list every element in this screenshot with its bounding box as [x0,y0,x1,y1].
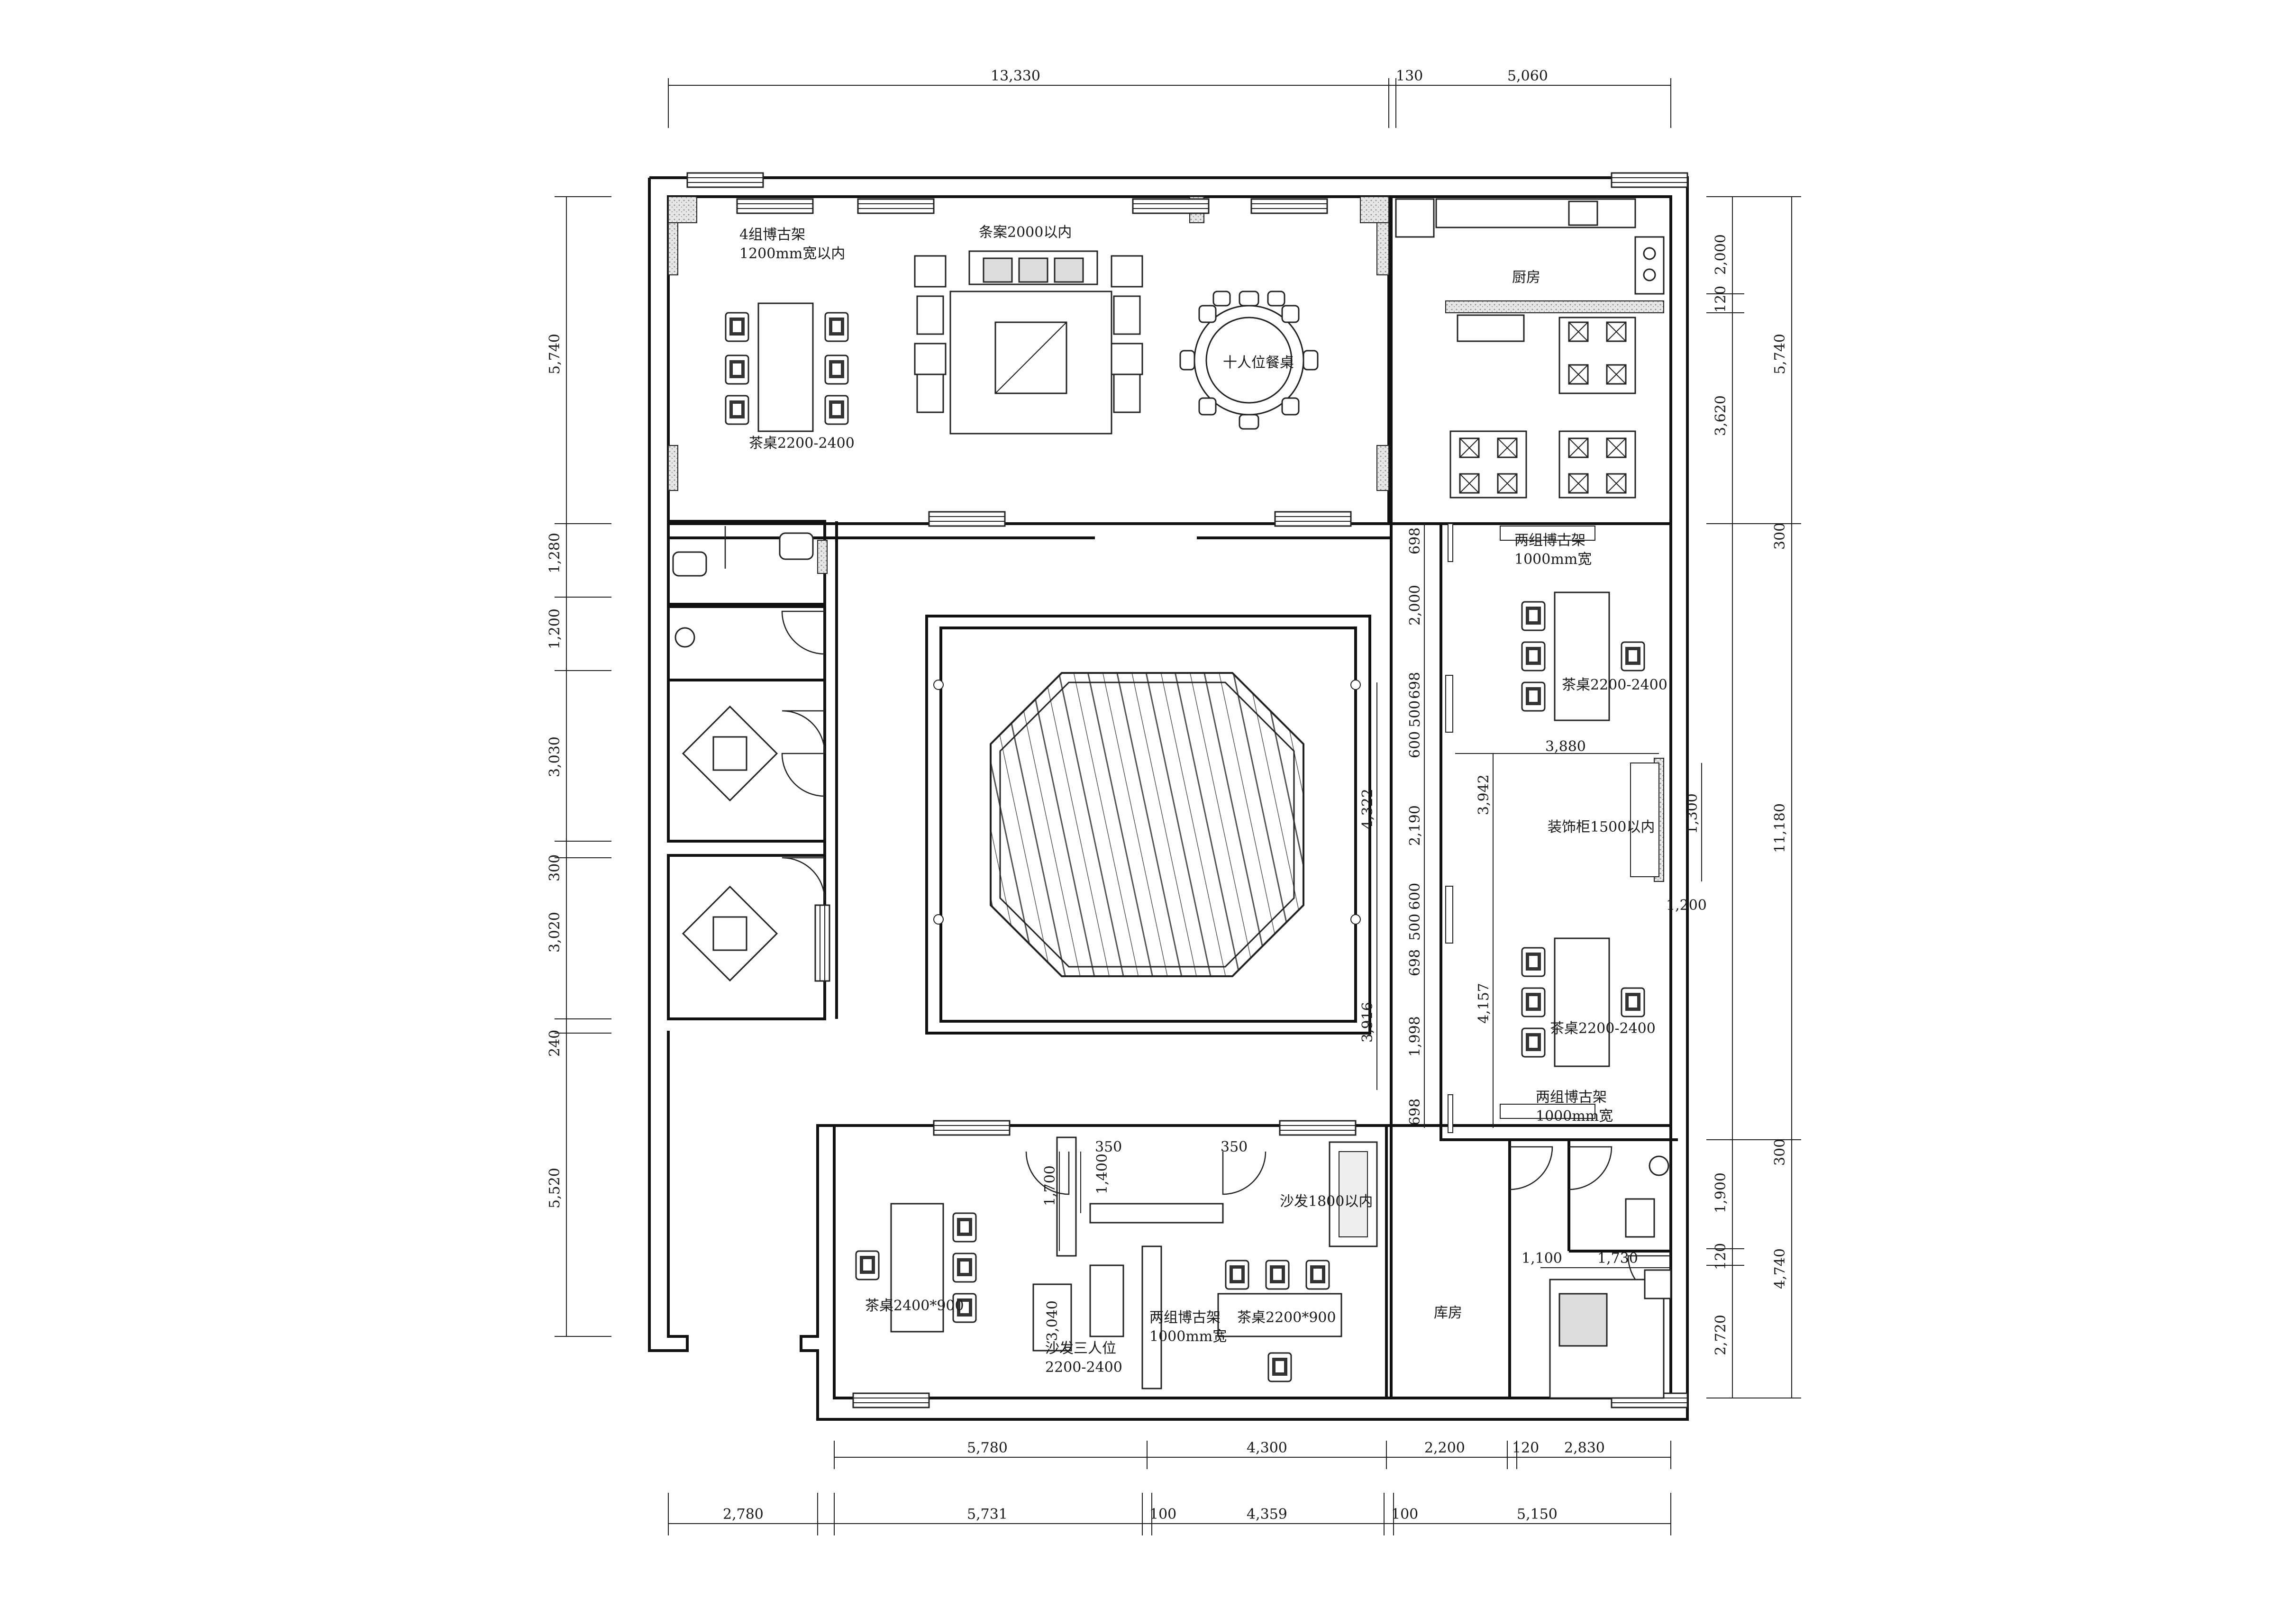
dim-bottom1-0: 5,780 [967,1440,1008,1456]
label-shelf2-top: 两组博古架 [1514,532,1585,549]
walls [648,176,1689,1421]
room-labels: 4组博古架 1200mm宽以内 条案2000以内 十人位餐桌 茶桌2200-24… [739,224,1667,1376]
tea-table-top [725,302,849,432]
dim-inner-9: 1,998 [1407,1016,1423,1057]
dim-left-2: 1,200 [547,608,563,649]
label-storage: 库房 [1434,1305,1462,1321]
dim-misc-1: 1,300 [1684,793,1701,834]
sofa-set-top [914,250,1143,435]
dim-left-0: 5,740 [547,334,563,374]
dim-inner-11: 3,942 [1476,774,1492,815]
dim-left-4: 300 [547,854,563,881]
dim-left-6: 240 [547,1030,563,1057]
dim-right-7: 1,900 [1713,1172,1729,1213]
label-sofa1800: 沙发1800以内 [1280,1193,1373,1210]
courtyard-deck [933,672,1361,977]
label-shelf4-size: 1200mm宽以内 [739,245,845,262]
label-tea-right1: 茶桌2200-2400 [1562,677,1667,693]
right-tea-tables [1445,523,1659,1133]
dim-inner-6: 600 [1407,883,1423,910]
dim-inner-0: 698 [1407,527,1423,554]
dim-bottom2-4: 100 [1391,1506,1418,1523]
dim-top-1: 130 [1396,68,1423,84]
dim-left-5: 3,020 [547,912,563,953]
dim-inner-5: 2,190 [1407,805,1423,846]
dim-misc-7: 3,040 [1044,1300,1061,1341]
dim-inner-12: 4,157 [1476,983,1492,1024]
label-side-table: 条案2000以内 [979,224,1072,241]
dim-misc-2: 1,200 [1666,897,1707,914]
dim-right-9: 2,720 [1713,1315,1729,1355]
dim-misc-3: 350 [1095,1139,1122,1155]
label-tea-bottom-left: 茶桌2400*900 [865,1298,964,1314]
dim-bottom2-0: 2,780 [723,1506,764,1523]
dim-court-1: 3,916 [1359,1002,1376,1043]
dim-bottom1-4: 2,830 [1564,1440,1605,1456]
label-sofa3: 沙发三人位 [1045,1340,1116,1357]
dim-misc-5: 1,700 [1042,1165,1058,1206]
label-round-table: 十人位餐桌 [1223,354,1294,371]
dim-court-0: 4,322 [1359,789,1376,829]
dim-bottom1-3: 120 [1512,1440,1539,1456]
dim-right-6: 300 [1772,1139,1788,1166]
dim-inner-2: 698 [1407,672,1423,699]
dim-right-4: 300 [1772,523,1788,550]
label-tea-right2: 茶桌2200-2400 [1550,1020,1656,1037]
dim-top-0: 13,330 [991,68,1040,84]
dim-right-0: 2,000 [1713,234,1729,275]
dim-right-5: 11,180 [1772,803,1788,853]
dim-inner-3: 500 [1407,700,1423,727]
dim-misc-0: 3,880 [1545,738,1586,755]
label-shelf2-mid: 两组博古架 [1149,1309,1221,1326]
dim-inner-4: 600 [1407,731,1423,758]
dim-inner-10: 698 [1407,1099,1423,1126]
dim-bottom2-5: 5,150 [1517,1506,1558,1523]
dim-bottom1-2: 2,200 [1424,1440,1465,1456]
dimension-texts: 13,330 130 5,060 5,740 1,280 1,200 3,030… [547,68,1788,1523]
dim-right-1: 120 [1713,286,1729,313]
label-shelf2-top-size: 1000mm宽 [1514,551,1592,568]
dim-bottom2-3: 4,359 [1247,1506,1287,1523]
doors [724,526,1671,1299]
dimension-lines [555,78,1801,1535]
bottom-mid-furniture [1217,1141,1378,1382]
dim-misc-6: 1,400 [1094,1153,1111,1194]
dim-misc-4: 350 [1221,1139,1248,1155]
dim-misc-8: 1,100 [1522,1250,1562,1267]
label-decor-cabinet: 装饰柜1500以内 [1548,819,1655,835]
label-shelf4: 4组博古架 [739,227,805,243]
dim-right-8: 120 [1713,1243,1729,1270]
dim-left-7: 5,520 [547,1168,563,1208]
dim-misc-9: 1,730 [1597,1250,1638,1267]
label-shelf2-bottom: 两组博古架 [1536,1089,1607,1106]
dim-left-1: 1,280 [547,533,563,573]
dim-right-3: 5,740 [1772,334,1788,374]
dim-bottom1-1: 4,300 [1247,1440,1287,1456]
label-sofa3-size: 2200-2400 [1045,1359,1122,1376]
dim-inner-1: 2,000 [1407,585,1423,626]
dim-right-2: 3,620 [1713,395,1729,436]
dim-top-2: 5,060 [1507,68,1548,84]
label-tea-mid: 茶桌2200*900 [1237,1309,1336,1326]
left-room-fixtures [672,532,814,982]
bottom-right-fixtures [1549,1155,1672,1399]
dim-left-3: 3,030 [547,736,563,777]
dim-bottom2-1: 5,731 [967,1506,1008,1523]
label-shelf2-bottom-size: 1000mm宽 [1536,1108,1613,1125]
label-kitchen: 厨房 [1512,269,1540,286]
label-shelf2-mid-size: 1000mm宽 [1149,1328,1227,1345]
label-tea-table-top: 茶桌2200-2400 [749,435,855,452]
dim-right-10: 4,740 [1772,1248,1788,1289]
dim-bottom2-2: 100 [1149,1506,1176,1523]
dim-inner-7: 500 [1407,914,1423,941]
round-table [1179,291,1319,430]
dim-inner-8: 698 [1407,949,1423,976]
bottom-left-furniture [855,1136,1224,1389]
